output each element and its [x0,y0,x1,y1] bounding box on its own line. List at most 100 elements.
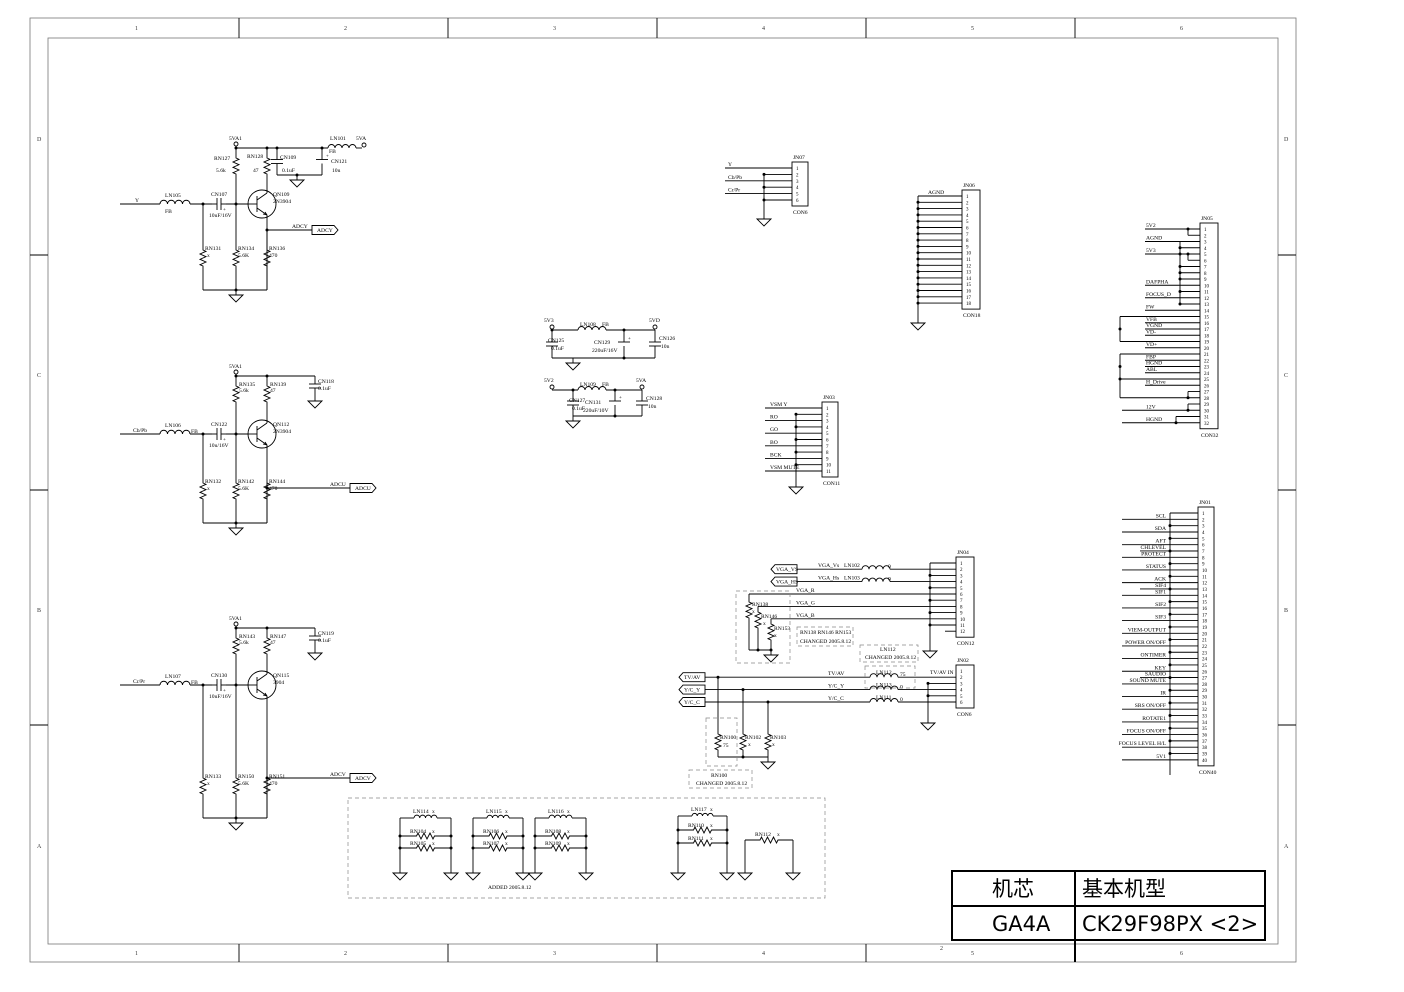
label-av-yc_y_net: Y/C_Y [828,684,844,690]
label-av-rn100: RN100 [720,735,736,741]
pin-number: 13 [1204,303,1210,308]
junction-dot [622,356,626,360]
inductor-symbol [327,144,357,149]
junction-dot [928,611,932,615]
label-connectors-jn05-labels-11-text: HGND [1146,361,1162,367]
label-connectors-jn03-labels-5-text: VSM MUTE [770,465,800,471]
label-av-rn100_val: 75 [723,743,729,749]
ground-icon [227,527,245,536]
junction-dot [725,828,729,832]
label-grid-cols-0: 1 [135,26,138,32]
label-filters-f2-c2_val: 220uF/10V [583,408,609,414]
label-stages-y-r_tr_val: 47 [253,168,259,174]
pin-number: 6 [796,199,799,204]
junction-dot [471,834,475,838]
label-stages-cr-ln: LN107 [165,674,181,680]
ground-icon [564,420,582,429]
label-added-x: x [567,841,570,847]
junction-dot [1186,227,1190,231]
junction-dot [613,414,617,418]
label-filters-f1-in: 5V3 [544,318,554,324]
junction-dot [926,694,930,698]
inductor-symbol [159,429,191,435]
junction-dot [320,146,324,150]
inductor-symbol [413,814,438,819]
junction-dot [916,238,920,242]
pin-number: 7 [960,599,963,604]
label-connectors-jn01-labels-19-text: ROTATE1 [1142,716,1166,722]
label-connectors-jn01-labels-22-text: 5V1 [1156,754,1166,760]
resistor-symbol [744,594,754,650]
pin-number: 4 [966,214,969,219]
label-added-x: x [432,829,435,835]
pin-number: 36 [1202,734,1208,739]
junction-dot [1178,246,1182,250]
label-vga-ln102: LN102 [844,563,860,569]
label-stages-cr-out_port: ADCV [355,776,371,782]
pin-number: 12 [1204,297,1210,302]
label-connectors-jn03-title: JN03 [823,395,835,401]
label-stages-cb-rb2: RN142 [238,479,254,485]
pin-number: 1 [1202,512,1205,517]
label-connectors-jn06-foot: CON18 [963,313,981,319]
label-stages-y-rb3: RN136 [269,246,285,252]
label-added-rn104: RN104 [410,829,426,835]
resistor-symbol [262,230,272,290]
ground-icon [306,652,324,661]
ground-icon [736,872,754,881]
ground-icon [577,872,595,881]
junction-dot [521,834,525,838]
label-connectors-jn01-labels-1-text: SDA [1155,526,1166,532]
pin-number: 1 [796,167,799,172]
label-added-x: x [777,832,780,838]
jn05-connector-body [1199,222,1219,430]
label-filters-f1-c2_val: 220uF/16V [592,348,618,354]
label-connectors-jn01-labels-16-text: SOUND MUTE [1129,678,1166,684]
power-flag-icon [549,384,555,390]
pin-number: 15 [966,283,972,288]
resistor-symbol [678,825,727,835]
model-label: 基本机型 [1082,877,1166,901]
emitter-arrow-icon [262,211,268,216]
label-connectors-jn01-labels-15-text: SAUDIO [1145,672,1166,678]
junction-dot [1118,365,1122,368]
junction-dot [1168,625,1172,629]
pin-number: 11 [826,470,831,475]
label-filters-f1-c3: CN126 [659,336,675,342]
junction-dot [794,463,798,467]
resistor-symbol [231,685,241,818]
junction-dot [584,846,588,850]
resistor-symbol [400,831,451,841]
label-stages-cr-ln_val: FB [191,680,198,686]
label-connectors-jn01-labels-21-text: FOCUS LEVEL H/L [1119,741,1167,747]
label-connectors-jn01-title: JN01 [1199,500,1211,506]
pin-number: 27 [1204,391,1210,396]
pin-number: 39 [1202,753,1208,758]
pin-number: 9 [960,612,963,617]
pin-number: 5 [960,587,963,592]
pin-number: 2 [966,201,969,206]
label-connectors-jn07-title: JN07 [793,155,805,161]
label-stages-cb-r_tl: RN135 [239,382,255,388]
junction-dot [471,846,475,850]
pin-number: 1 [960,562,963,567]
pin-number: 40 [1202,759,1208,764]
label-added-ln115: LN115 [486,809,502,815]
label-stages-y-cap2: CN121 [331,159,347,165]
pin-number: 5 [966,220,969,225]
junction-dot [398,834,402,838]
transistor-collector [256,422,268,431]
label-stages-cr-rb1_val: x [207,781,210,787]
ground-icon [288,179,306,188]
net-port [311,225,339,235]
junction-dot [928,623,932,627]
label-added-x: x [505,809,508,815]
junction-dot [916,251,920,255]
pin-number: 3 [826,420,829,425]
label-stages-y-cap: CN109 [280,155,296,161]
junction-dot [676,828,680,832]
pin-number: 10 [960,618,966,623]
junction-dot [916,301,920,305]
pin-number: 27 [1202,677,1208,682]
pin-number: 31 [1204,416,1210,421]
